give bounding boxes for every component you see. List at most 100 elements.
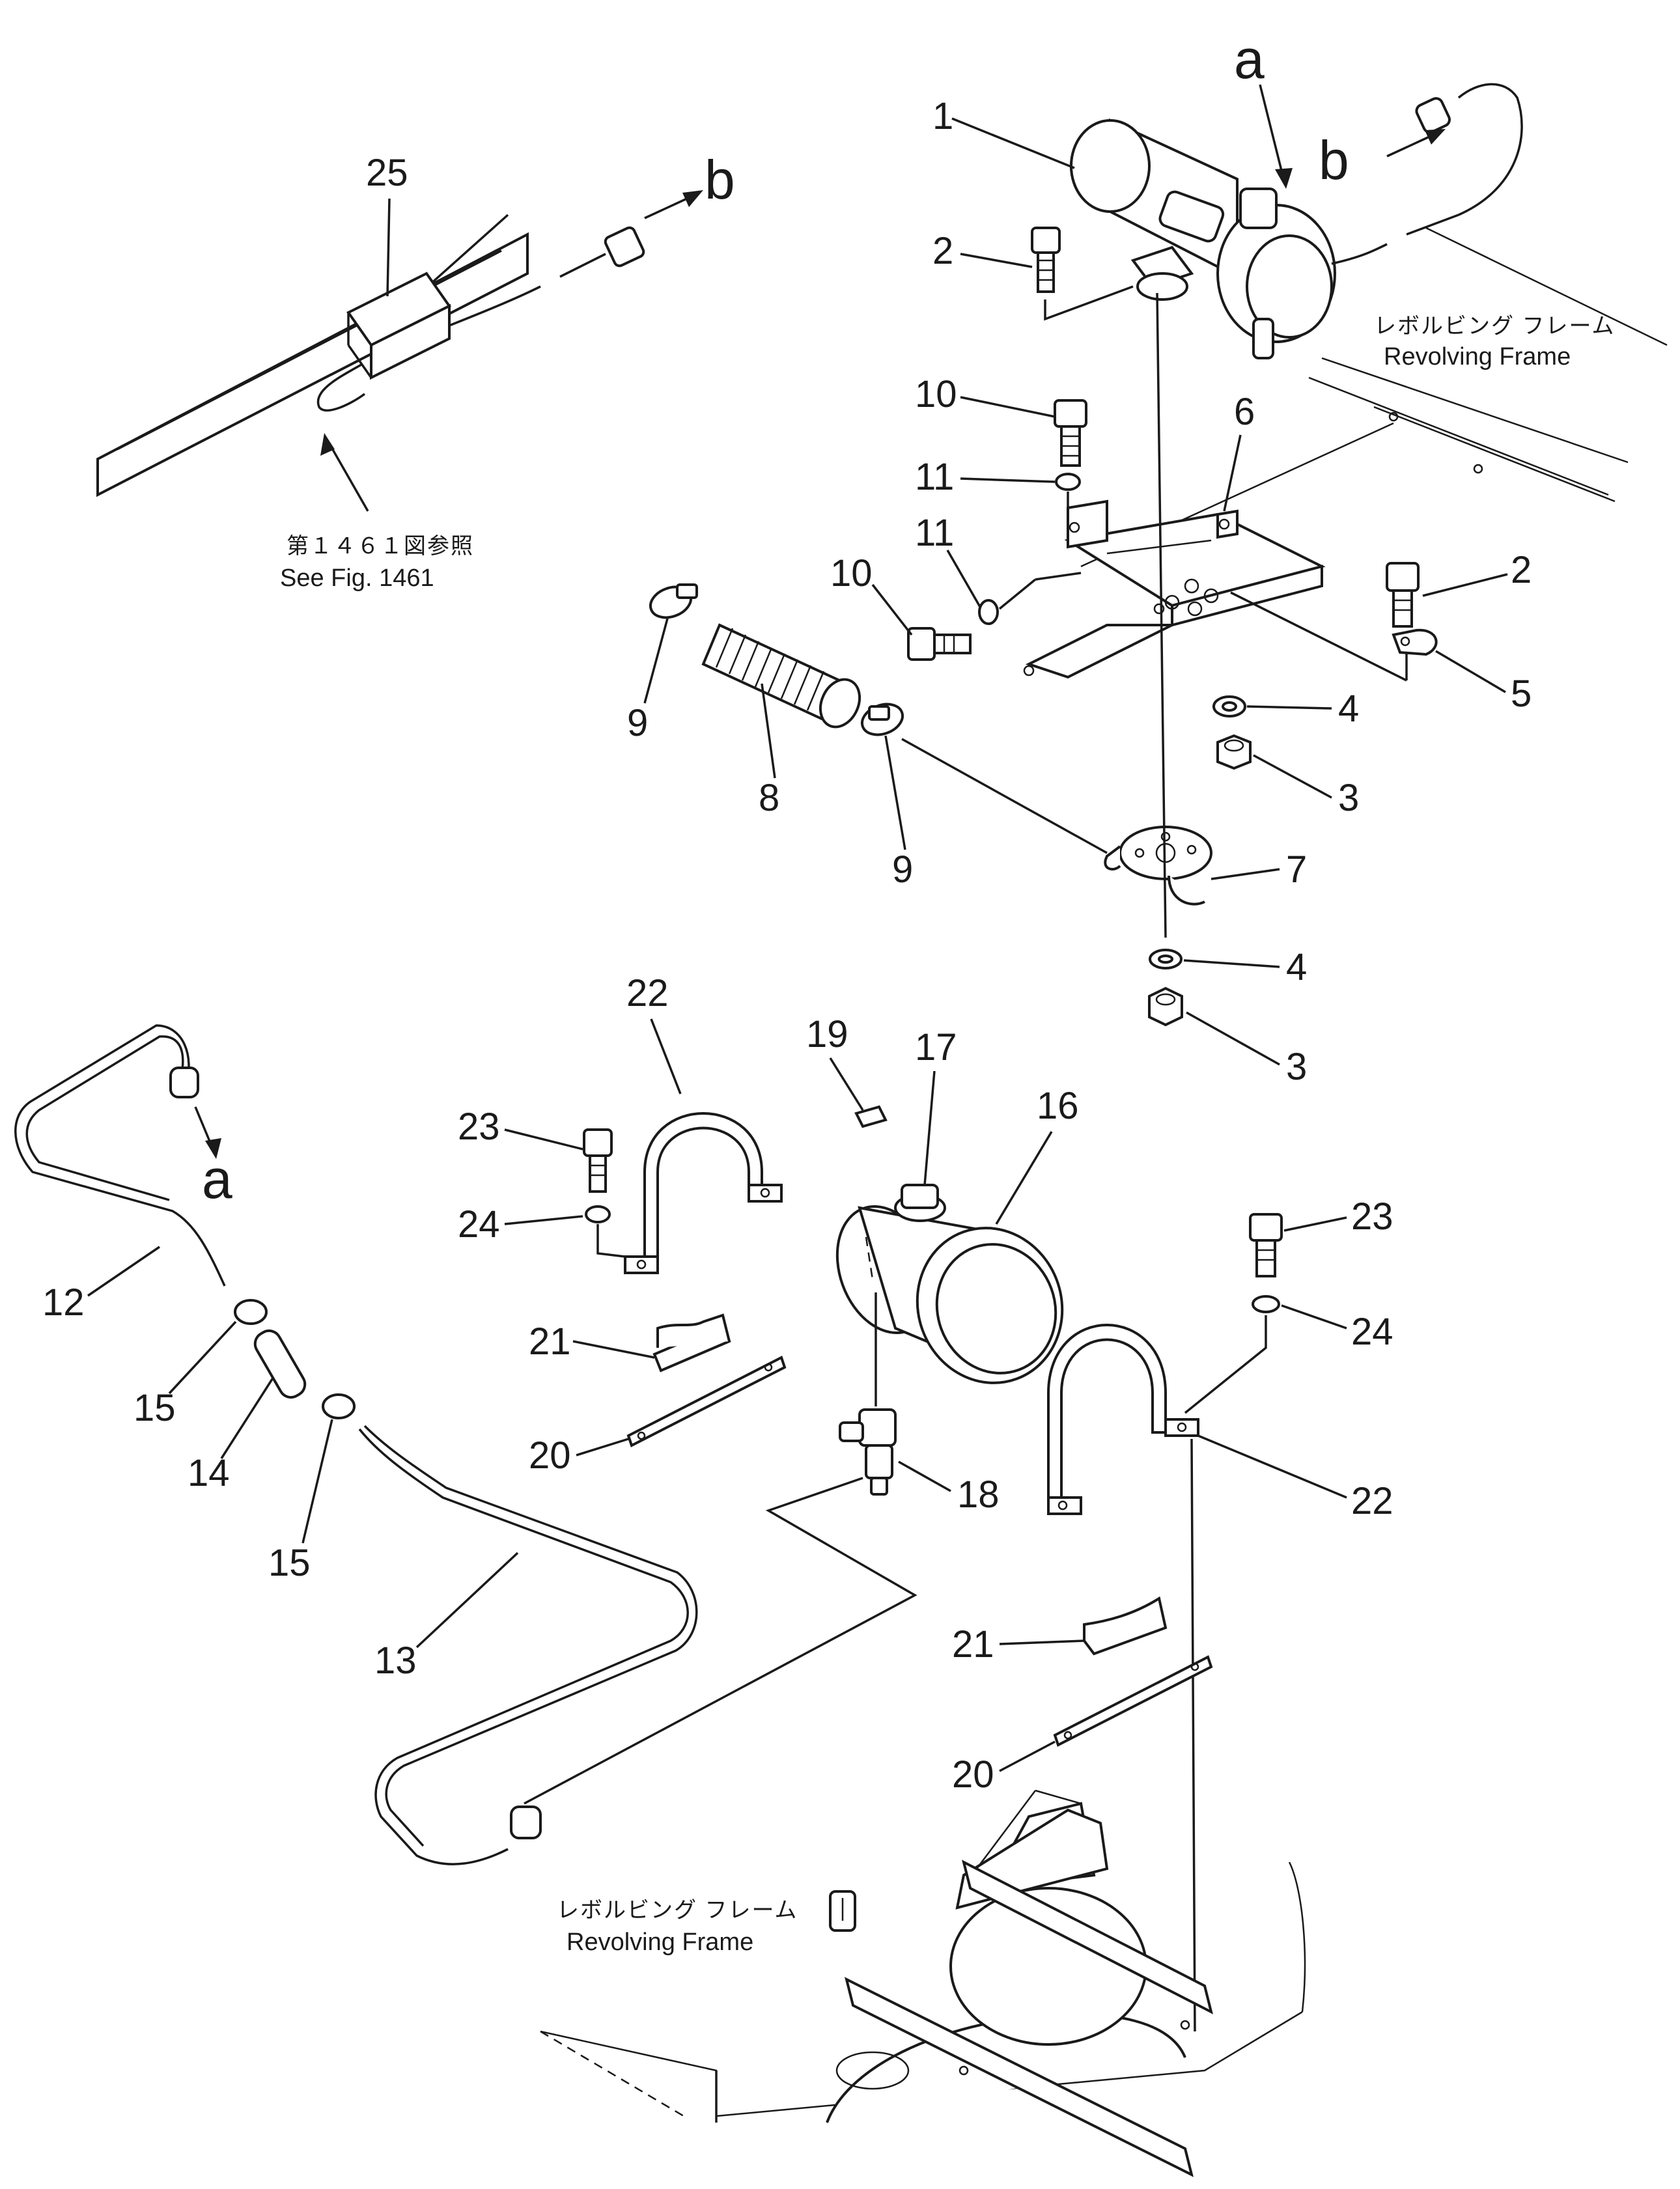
- leader-2-upper: [960, 253, 1033, 268]
- leader-4-upper: [1246, 705, 1332, 710]
- part-10-bolt-lower: [907, 627, 972, 661]
- label-22-left: 22: [626, 972, 669, 1014]
- label-10-lower: 10: [830, 552, 873, 594]
- label-20-right: 20: [952, 1753, 994, 1796]
- part-2-bolt-right: [1386, 562, 1420, 628]
- label-23-left: 23: [458, 1106, 500, 1148]
- label-12: 12: [42, 1281, 85, 1324]
- label-10-upper: 10: [915, 373, 957, 415]
- leader-15-upper: [168, 1320, 237, 1395]
- label-16: 16: [1037, 1085, 1079, 1127]
- leader-drain-to-pipe: [524, 1477, 917, 1805]
- label-3-lower: 3: [1286, 1046, 1307, 1088]
- revolving-frame-en-bottom: Revolving Frame: [567, 1929, 753, 1956]
- part-9-clamp-left: [649, 583, 698, 619]
- revolving-frame-jp-bottom: レボルビング フレーム: [557, 1898, 798, 1923]
- label-3-upper: 3: [1338, 777, 1359, 819]
- tank-inner-hidden: [865, 1236, 874, 1280]
- arrow-see-fig-head: [320, 433, 335, 456]
- part-7-elbow-flange: [1104, 826, 1212, 906]
- leader-12: [87, 1246, 160, 1297]
- vertical-mount-line: [1156, 292, 1167, 938]
- revolving-frame-en-top: Revolving Frame: [1384, 343, 1571, 370]
- arrow-a-pipe: [194, 1106, 213, 1147]
- part-9-clamp-right: [861, 703, 904, 736]
- see-fig-en: See Fig. 1461: [280, 565, 434, 592]
- leader-17: [923, 1070, 936, 1186]
- see-fig-jp: 第１４６１図参照: [287, 534, 474, 559]
- label-8: 8: [759, 777, 779, 819]
- part-2-bolt-upper: [1031, 227, 1061, 293]
- leader-13: [415, 1552, 519, 1649]
- part-6-mounting-bracket: [1023, 499, 1326, 679]
- leader-21-right: [999, 1639, 1085, 1645]
- leader-23-right: [1283, 1216, 1347, 1232]
- label-21-left: 21: [529, 1320, 571, 1363]
- label-14: 14: [188, 1452, 230, 1494]
- label-20-left: 20: [529, 1434, 571, 1477]
- revolving-frame-rails-top: [1080, 227, 1668, 568]
- leader-20-left: [576, 1438, 629, 1457]
- part-4-washer-lower-hole: [1158, 955, 1173, 964]
- leader-23-right-down: [1184, 1315, 1267, 1414]
- label-18: 18: [957, 1473, 1000, 1516]
- part-22-strap-left: [624, 1112, 783, 1274]
- leader-hose-to-elbow: [901, 738, 1108, 854]
- part-24-washer-right: [1252, 1295, 1280, 1313]
- leader-11-upper: [960, 477, 1056, 483]
- label-17: 17: [915, 1026, 957, 1068]
- label-4-upper: 4: [1338, 688, 1359, 730]
- leader-8: [761, 683, 776, 779]
- leader-23-left: [504, 1128, 583, 1150]
- connector-b-inset: b: [705, 149, 735, 210]
- revolving-frame-jp-top: レボルビング フレーム: [1374, 314, 1615, 339]
- part-18-drain-valve: [839, 1408, 897, 1496]
- arrow-b-heater: [1386, 135, 1430, 158]
- label-4-lower: 4: [1286, 946, 1307, 988]
- leader-3-upper: [1253, 754, 1332, 799]
- label-11-upper: 11: [915, 456, 954, 498]
- leader-19: [829, 1057, 864, 1111]
- leader-24-left: [504, 1215, 583, 1225]
- vertical-mount-line-right: [1190, 1438, 1196, 2032]
- label-9-left: 9: [627, 702, 648, 744]
- leader-9-right: [884, 735, 906, 850]
- leader-11-lower-label: [946, 550, 981, 607]
- part-20-rail-right: [1053, 1655, 1213, 1747]
- leader-14: [220, 1376, 275, 1459]
- leader-21-left: [572, 1340, 655, 1359]
- part-20-rail-left: [626, 1356, 787, 1447]
- inset-frame-channel: [96, 214, 529, 497]
- arrow-a-heater-head: [1275, 168, 1293, 189]
- part-13-fuel-pipe: [358, 1425, 698, 1865]
- leader-16: [995, 1131, 1053, 1225]
- part-25-switch-box: [316, 226, 645, 411]
- heater-lead-wire: [1331, 83, 1523, 265]
- leader-4-lower: [1183, 959, 1280, 968]
- arrow-b-inset: [644, 197, 688, 219]
- label-22-right: 22: [1351, 1480, 1393, 1522]
- leader-20-right: [999, 1740, 1056, 1772]
- part-22-strap-right: [1047, 1324, 1199, 1515]
- leader-6: [1223, 434, 1242, 512]
- leader-11-lower-b: [1035, 572, 1082, 581]
- leader-15-lower: [301, 1419, 333, 1544]
- part-15-clamp-lower: [322, 1393, 356, 1419]
- label-9-right: 9: [892, 848, 913, 891]
- part-17-tank-cap: [894, 1184, 946, 1222]
- leader-10-lower: [871, 583, 913, 636]
- leader-bolt2-heater: [1044, 285, 1134, 321]
- part-11-washer-upper: [1055, 473, 1081, 491]
- label-2-upper: 2: [932, 230, 953, 272]
- leader-18: [898, 1460, 951, 1492]
- leader-10-upper: [960, 396, 1056, 418]
- leader-9-left: [643, 618, 669, 704]
- label-25: 25: [366, 152, 408, 194]
- part-23-bolt-right: [1249, 1213, 1283, 1277]
- label-7: 7: [1286, 848, 1307, 891]
- arrow-b-heater-head: [1425, 129, 1446, 145]
- leader-22-right: [1197, 1434, 1347, 1499]
- arrow-b-inset-head: [682, 190, 703, 207]
- part-21-block-left: [652, 1313, 731, 1373]
- connector-b-top: b: [1319, 130, 1349, 191]
